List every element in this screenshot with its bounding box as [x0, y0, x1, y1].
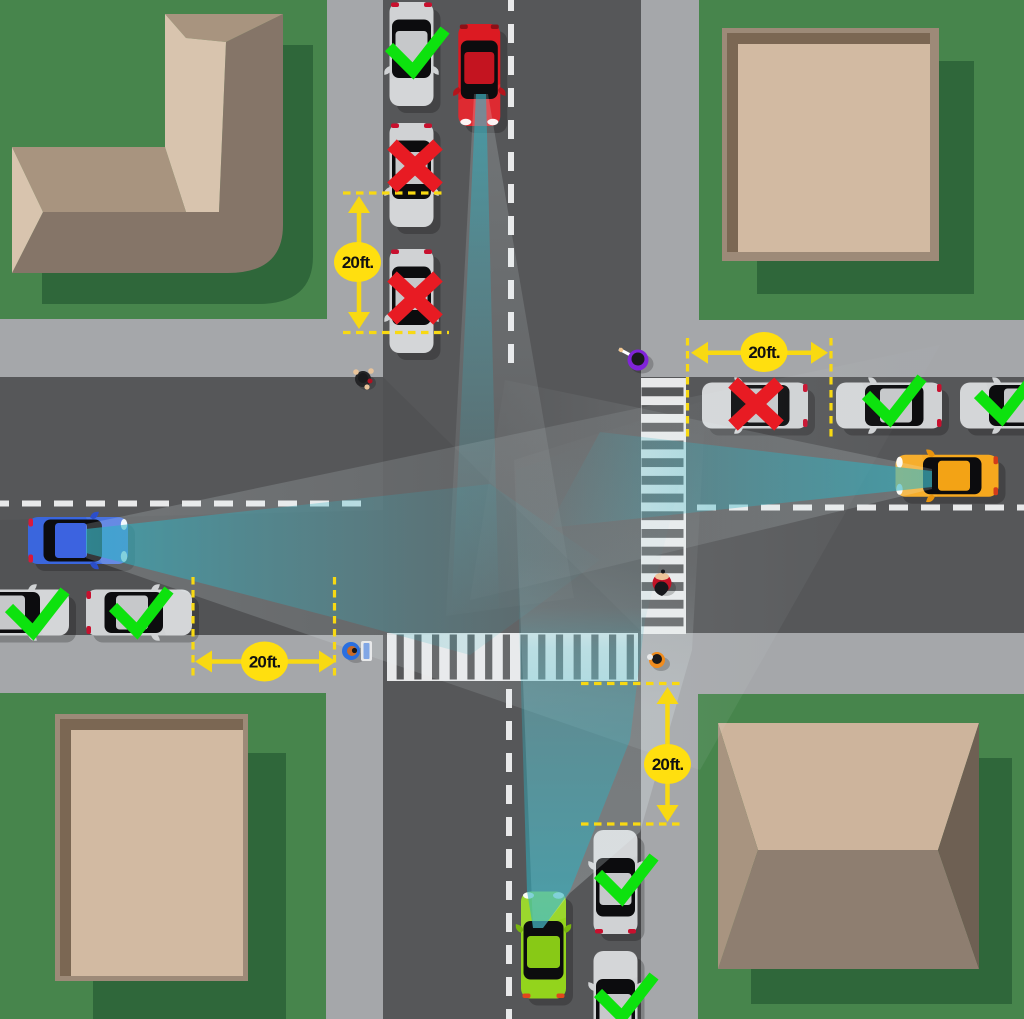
svg-text:20 ft.: 20 ft.: [249, 653, 280, 672]
svg-text:20 ft.: 20 ft.: [652, 755, 683, 774]
svg-text:20 ft.: 20 ft.: [342, 253, 373, 272]
svg-text:20 ft.: 20 ft.: [748, 343, 779, 362]
